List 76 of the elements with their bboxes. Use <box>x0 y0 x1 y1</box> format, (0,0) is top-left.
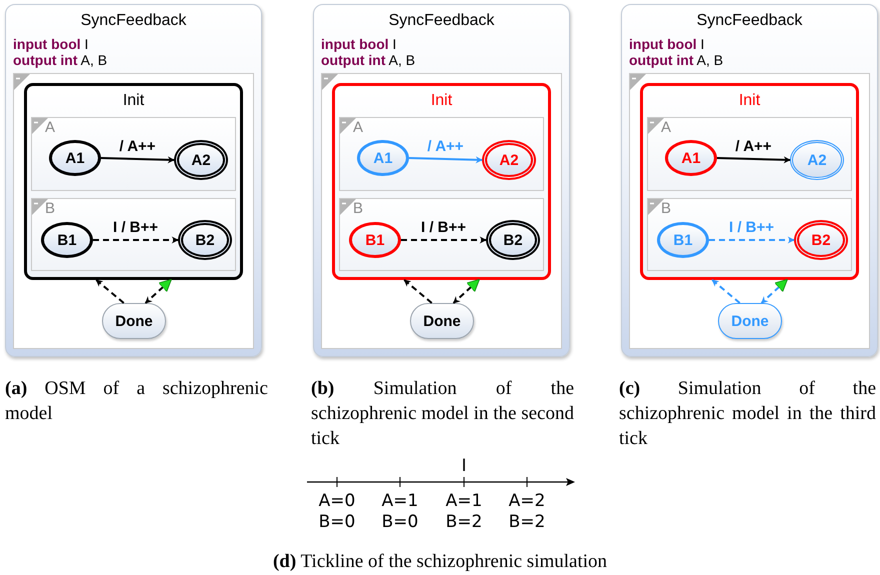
state-ellipse: A1 <box>49 140 101 176</box>
region-name: B <box>45 200 56 217</box>
transition-arrow <box>93 236 179 244</box>
region-box <box>31 117 236 191</box>
transition-arrow <box>404 279 432 304</box>
region-box <box>31 198 236 271</box>
tick-value: A=2 <box>508 491 546 511</box>
state-ellipse: B1 <box>657 222 709 258</box>
region-box <box>339 117 544 191</box>
declaration: output int A, B <box>13 52 108 68</box>
transition-arrow <box>408 156 483 164</box>
state-name: Init <box>122 92 146 110</box>
tick-value: A=1 <box>382 491 418 511</box>
state-ellipse: A1 <box>357 140 409 176</box>
tick-value: A=1 <box>446 491 482 511</box>
subfigure-caption: (a) OSM of a schizophrenic model <box>5 377 268 426</box>
subfigure-caption: (d) Tickline of the schizophrenic simulation <box>272 550 608 574</box>
statechart-panel <box>5 4 262 357</box>
final-state-ellipse: B2 <box>794 220 848 260</box>
tick-value: I <box>462 456 466 476</box>
declaration: input bool I <box>629 36 704 52</box>
transition-label: / A++ <box>427 138 464 155</box>
state-ellipse: A1 <box>665 140 717 176</box>
region-name: A <box>353 119 364 136</box>
transition-arrow <box>96 279 124 304</box>
tick-value: B=2 <box>446 512 482 532</box>
final-state-ellipse: B2 <box>486 220 540 260</box>
statechart-title: SyncFeedback <box>388 12 496 30</box>
region-box <box>13 73 254 349</box>
transition-arrow <box>712 279 740 304</box>
region-box <box>629 73 870 349</box>
transition-label: I / B++ <box>420 219 466 236</box>
region-name: A <box>45 119 56 136</box>
transition-arrow <box>709 236 795 244</box>
transition-label: I / B++ <box>112 219 158 236</box>
final-state-ellipse: B2 <box>178 220 232 260</box>
declaration: output int A, B <box>629 52 724 68</box>
statechart-title: SyncFeedback <box>80 12 188 30</box>
transition-label: / A++ <box>735 138 772 155</box>
final-state-ellipse: A2 <box>790 140 844 180</box>
final-state-ellipse: A2 <box>482 140 536 180</box>
transition-arrow <box>100 156 175 164</box>
region-box <box>647 117 852 191</box>
transition-arrow <box>401 236 487 244</box>
tick-value: B=2 <box>508 512 546 532</box>
superstate-box <box>332 83 551 280</box>
declaration: input bool I <box>321 36 396 52</box>
region-box <box>647 198 852 271</box>
declaration: output int A, B <box>321 52 416 68</box>
declaration: input bool I <box>13 36 88 52</box>
transition-arrow <box>716 156 791 164</box>
tick-value: A=0 <box>318 491 356 511</box>
tick-value: B=0 <box>318 512 356 532</box>
region-name: A <box>661 119 672 136</box>
transition-arrow <box>144 278 172 304</box>
subfigure-caption: (b) Simulation of the schizophrenic model in the second tick <box>311 377 574 451</box>
transition-arrow <box>452 278 480 304</box>
subfigure-caption: (c) Simulation of the schizophrenic model in the third tick <box>619 377 876 451</box>
state-ellipse: B1 <box>41 222 93 258</box>
region-name: B <box>661 200 672 217</box>
tick-value: B=0 <box>382 512 418 532</box>
transition-label: / A++ <box>119 138 156 155</box>
superstate-box <box>24 83 243 280</box>
statechart-title: SyncFeedback <box>696 12 804 30</box>
transition-arrow <box>760 278 788 304</box>
region-box <box>321 73 562 349</box>
state-name: Init <box>738 92 762 110</box>
superstate-box <box>640 83 859 280</box>
transition-label: I / B++ <box>728 219 774 236</box>
state-ellipse: B1 <box>349 222 401 258</box>
region-box <box>339 198 544 271</box>
statechart-panel <box>621 4 878 357</box>
state-name: Init <box>430 92 454 110</box>
region-name: B <box>353 200 364 217</box>
statechart-panel <box>313 4 570 357</box>
final-state-ellipse: A2 <box>174 140 228 180</box>
